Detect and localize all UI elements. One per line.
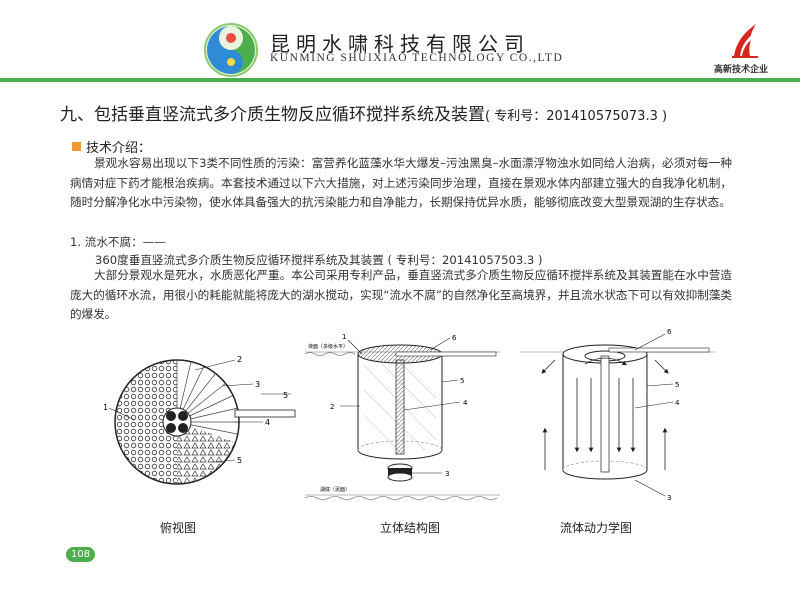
top-view-label-5: 5 — [283, 391, 288, 400]
item-1-heading: 1. 流水不腐：—— — [70, 235, 166, 249]
top-view-label-5b: 5 — [237, 456, 242, 465]
structure-label-1: 1 — [342, 333, 346, 341]
structure-label-6: 6 — [452, 334, 457, 342]
top-view-label-4: 4 — [265, 418, 270, 427]
high-tech-enterprise-label: 高新技术企业 — [714, 65, 769, 75]
flow-caption: 流体动力学图 — [560, 521, 633, 535]
section-title: 九、包括垂直竖流式多介质生物反应循环搅拌系统及装置( 专利号：201410575… — [60, 100, 667, 125]
flow-label-3: 3 — [667, 494, 671, 502]
header-divider — [0, 78, 800, 82]
structure-label-4: 4 — [463, 399, 468, 407]
flow-label-4: 4 — [675, 399, 680, 407]
top-view-diagram: 1 2 3 4 5 5 — [103, 355, 296, 485]
section-title-text: 九、包括垂直竖流式多介质生物反应循环搅拌系统及装置 — [60, 105, 485, 125]
structure-caption: 立体结构图 — [380, 521, 441, 535]
structure-label-5: 5 — [460, 377, 464, 385]
structure-note-surface: 液面（多级水平） — [308, 343, 348, 350]
company-logo-icon — [204, 23, 258, 77]
top-view-label-1: 1 — [103, 403, 108, 412]
top-view-label-3: 3 — [255, 380, 260, 389]
top-view-label-2: 2 — [237, 355, 242, 364]
page-number: 108 — [66, 547, 95, 562]
structure-label-2: 2 — [330, 403, 334, 411]
company-name-en: KUNMING SHUIXIAO TECHNOLOGY CO.,LTD — [270, 52, 564, 64]
flow-dynamics-diagram: 6 5 4 3 — [520, 328, 715, 502]
structure-label-3: 3 — [445, 470, 449, 478]
high-tech-enterprise-icon — [732, 24, 758, 58]
company-name-cn: 昆明水啸科技有限公司 — [270, 32, 530, 56]
item-1-patent-line: 360度垂直竖流式多介质生物反应循环搅拌系统及其装置 ( 专利号：2014105… — [95, 253, 543, 267]
item-1-paragraph: 大部分景观水是死水，水质恶化严重。本公司采用专利产品，垂直竖流式多介质生物反应循… — [70, 268, 732, 321]
structure-note-bottom: 湖底（泥面） — [320, 486, 350, 493]
flow-label-6: 6 — [667, 328, 672, 336]
section-patent-number: ( 专利号：201410575073.3 ) — [485, 109, 668, 124]
top-view-caption: 俯视图 — [160, 521, 197, 535]
structure-diagram: 1 2 3 4 5 6 液面（多级水平） 湖底（泥面） — [304, 333, 500, 500]
intro-heading: 技术介绍： — [86, 141, 152, 156]
intro-paragraph: 景观水容易出现以下3类不同性质的污染：富营养化蓝藻水华大爆发–污浊黑臭–水面漂浮… — [70, 156, 732, 209]
flow-label-5: 5 — [675, 381, 679, 389]
subheading-marker — [72, 142, 81, 151]
